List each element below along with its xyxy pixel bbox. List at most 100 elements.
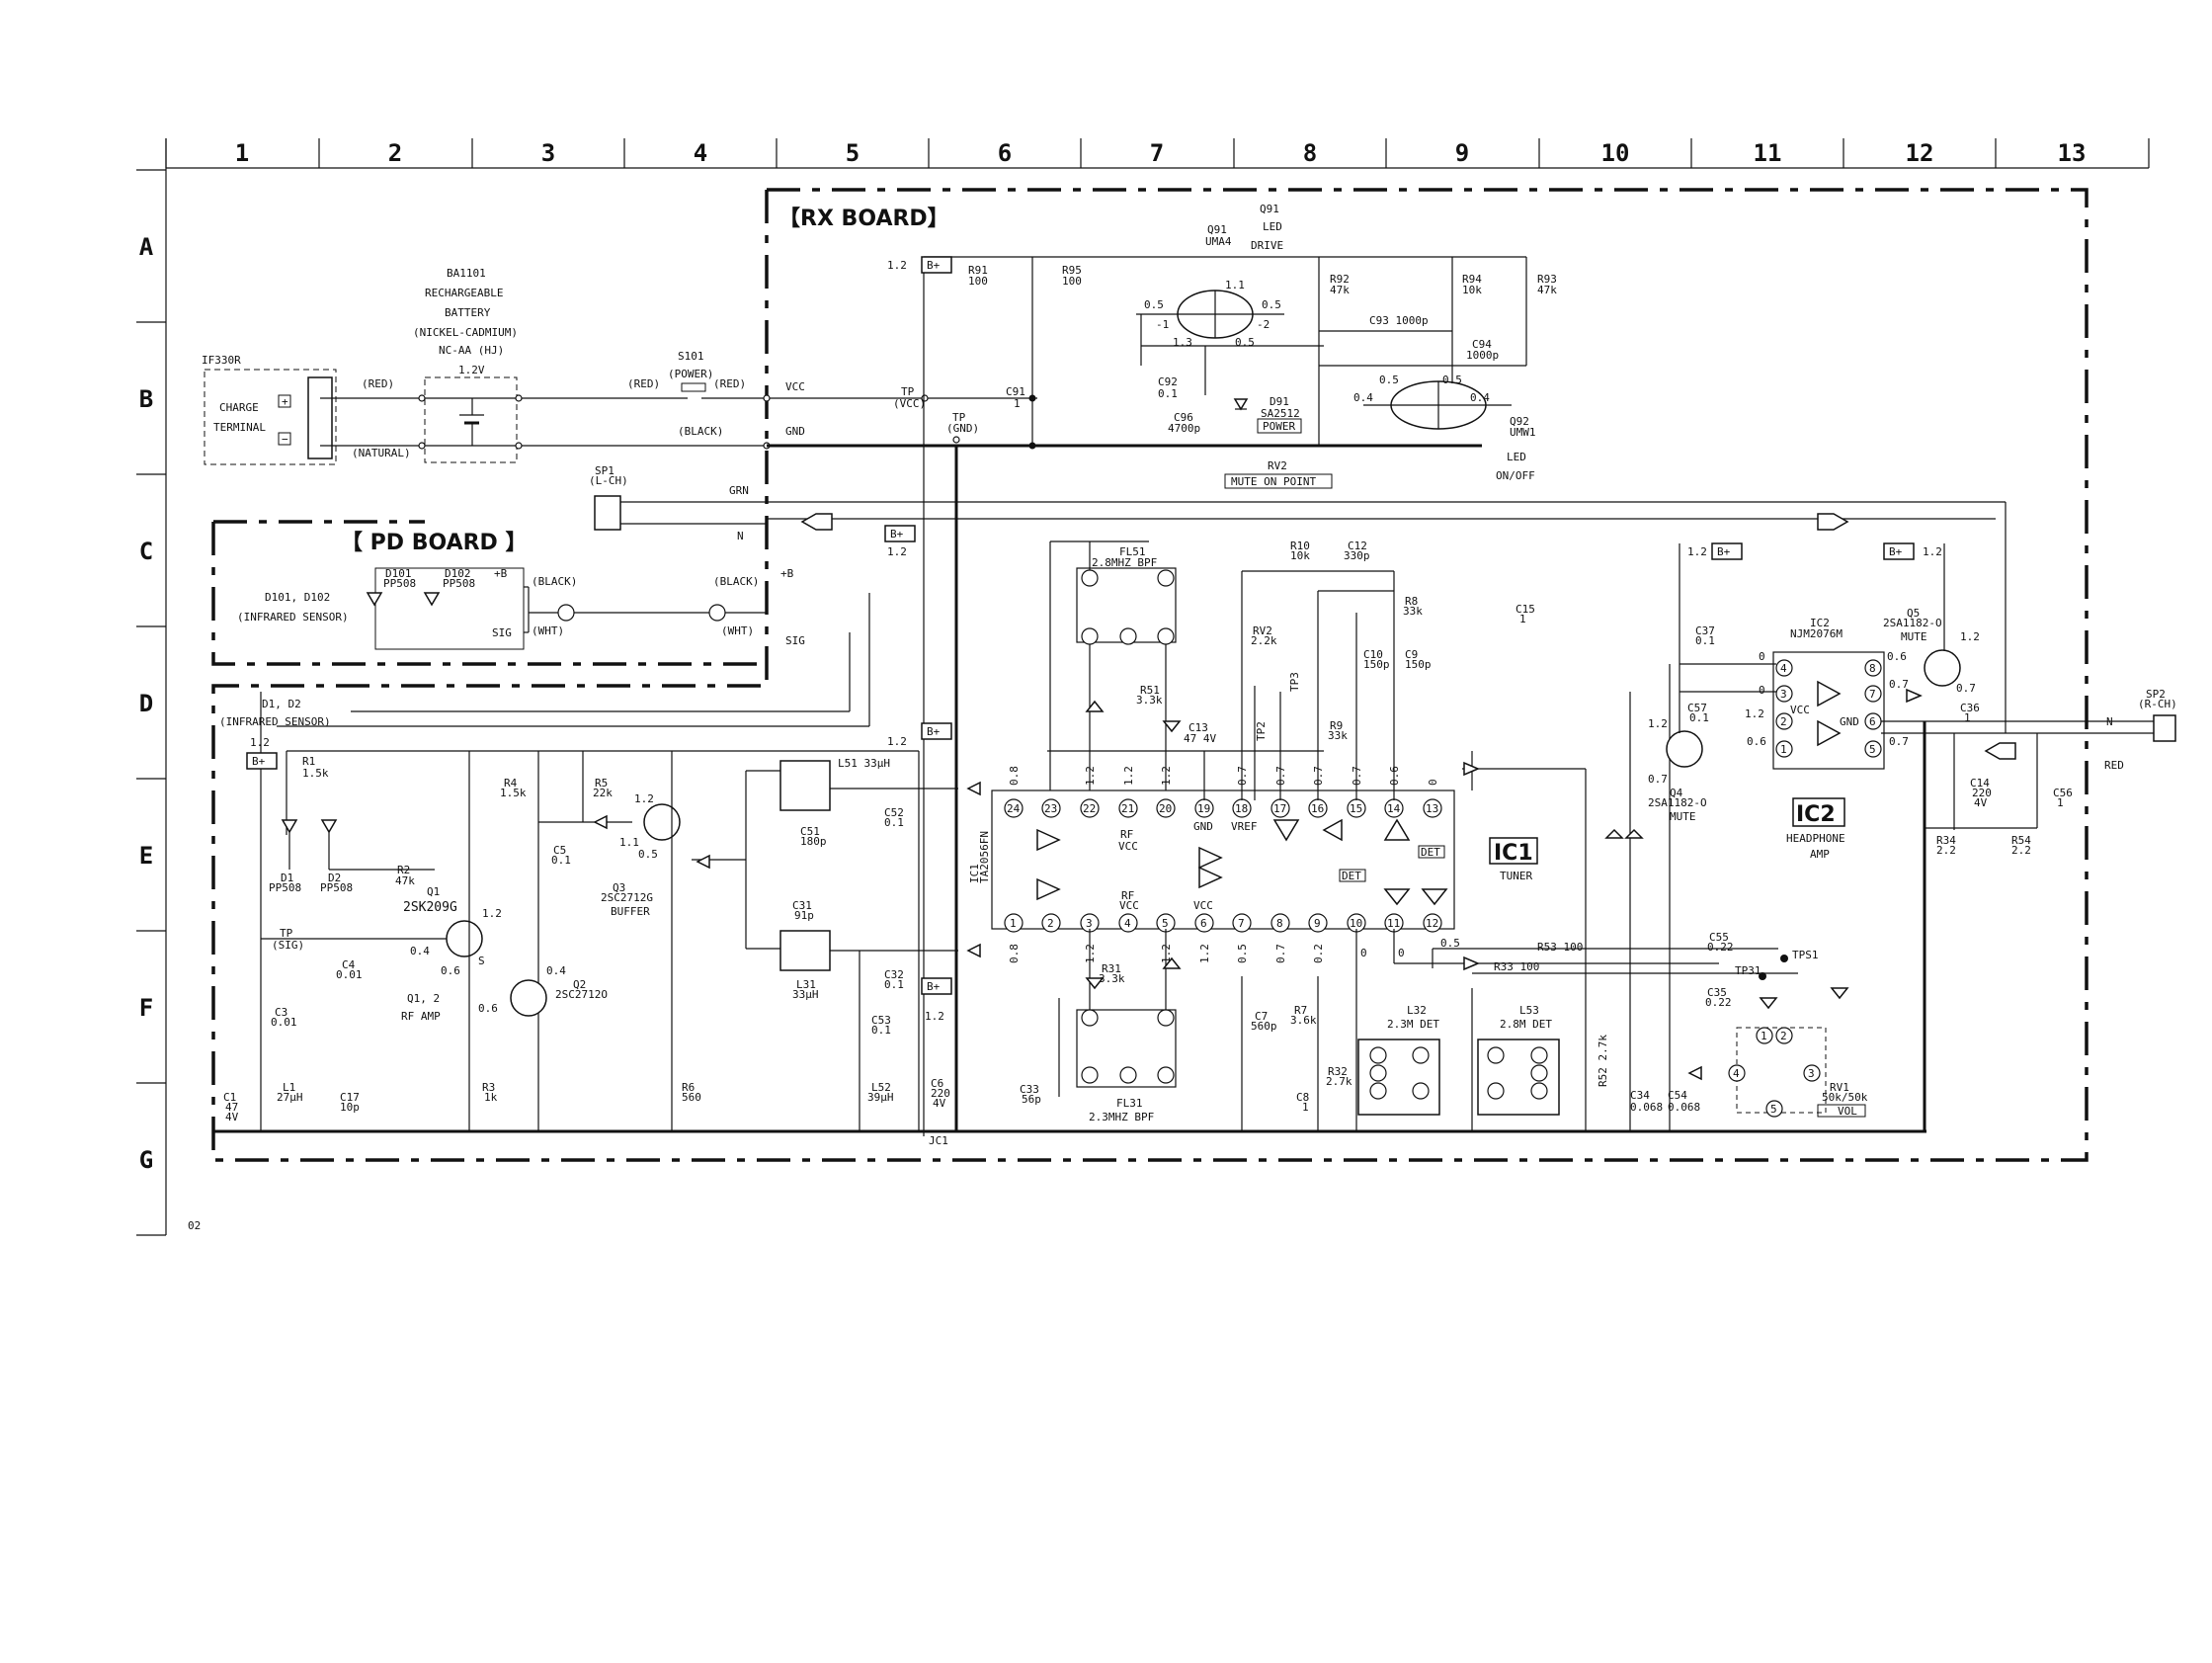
- battery-ref: BA1101: [447, 267, 486, 280]
- b-plus-tag: [884, 525, 916, 542]
- voltage-label: 1.2: [925, 1010, 944, 1023]
- voltage-label: 1.2: [482, 907, 502, 920]
- part-value: SA2512: [1261, 407, 1300, 420]
- ic1-name: TUNER: [1500, 870, 1532, 882]
- part-ref: C96: [1174, 411, 1193, 424]
- part-ref: L53: [1519, 1004, 1539, 1017]
- column-label: 5: [846, 139, 860, 167]
- part-ref: R5: [595, 777, 608, 790]
- voltage-label: 0.7: [1274, 944, 1287, 963]
- page-code: 02: [188, 1219, 201, 1232]
- pin-number: 21: [1121, 802, 1134, 815]
- ic1-label: VCC: [1193, 899, 1213, 912]
- charge-terminal-line1: CHARGE: [219, 401, 259, 414]
- voltage-label: 0: [1759, 650, 1765, 663]
- part-ref: C37: [1695, 624, 1715, 637]
- tp-label: (VCC): [893, 397, 926, 410]
- part-label: C93 1000p: [1369, 314, 1429, 327]
- column-dividers: [165, 138, 2150, 168]
- transistor-ref: Q4: [1670, 787, 1683, 799]
- pin-number: 14: [1387, 802, 1401, 815]
- part-value: 1: [1519, 613, 1526, 625]
- part-value: 10k: [1290, 549, 1310, 562]
- wire-color: (BLACK): [678, 425, 723, 438]
- voltage-label: 0.7: [1648, 773, 1668, 786]
- part-value: 330p: [1344, 549, 1370, 562]
- transistor-part: 2SK209G: [403, 900, 457, 915]
- transistor-desc: BUFFER: [611, 905, 650, 918]
- ic1-label: RF: [1121, 889, 1134, 902]
- part-value: 2.2: [2011, 844, 2031, 857]
- pin-number: 7: [1238, 917, 1245, 930]
- part-value: 22k: [593, 787, 613, 799]
- column-label: 6: [998, 139, 1012, 167]
- part-value: 47k: [1330, 284, 1350, 296]
- ic1-label: VCC: [1119, 899, 1139, 912]
- part-ref: C5: [553, 844, 566, 857]
- part-value: 0.1: [551, 854, 571, 867]
- filter-fl51: [1049, 540, 1177, 790]
- ic2-pin-numbers: 1 2 3 4 5 6 7 8: [1780, 662, 1876, 756]
- transistor-part: 2SA1182-O: [1883, 617, 1942, 629]
- part-ref: C51: [800, 825, 820, 838]
- part-ref: C17: [340, 1091, 360, 1104]
- wire-color: (RED): [362, 377, 394, 390]
- part-ref: R6: [682, 1081, 695, 1094]
- part-value: 27µH: [277, 1091, 303, 1104]
- transistor-desc: MUTE: [1670, 810, 1696, 823]
- b-plus-tag: B+: [1717, 545, 1731, 558]
- part-value: 1: [2057, 796, 2064, 809]
- row-label: G: [139, 1146, 153, 1174]
- voltage-label: 1.2: [1923, 545, 1942, 558]
- pin-number: 1: [1761, 1030, 1767, 1042]
- voltage-label: -2: [1257, 318, 1270, 331]
- tp-label: TP: [952, 411, 966, 424]
- part-value: PP508: [443, 577, 475, 590]
- pin-number: 3: [1808, 1067, 1815, 1080]
- part-value: 4V: [225, 1111, 239, 1123]
- part-value: 0.1: [1158, 387, 1178, 400]
- voltage-label: 0.5: [1440, 937, 1460, 950]
- q91-title: Q91: [1260, 203, 1279, 215]
- column-label: 3: [541, 139, 555, 167]
- speaker-sub: (R-CH): [2138, 698, 2177, 710]
- voltage-label: 0: [1398, 947, 1405, 959]
- ic1-label: VREF: [1231, 820, 1258, 833]
- ic2-vcc-label: VCC: [1790, 704, 1810, 716]
- part-value: 4700p: [1168, 422, 1200, 435]
- voltage-label: 1.2: [887, 259, 907, 272]
- pin-number: 11: [1387, 917, 1400, 930]
- battery-line: RECHARGEABLE: [425, 287, 503, 299]
- net-label: SIG: [492, 626, 512, 639]
- b-plus-tag: B+: [890, 528, 904, 540]
- part-ref: L1: [283, 1081, 295, 1094]
- part-value: 56p: [1022, 1093, 1041, 1106]
- pin-number: 5: [1869, 743, 1876, 756]
- q92-desc: LED: [1507, 451, 1526, 463]
- voltage-label: 1.2: [1122, 766, 1135, 786]
- voltage-label: 1.2: [1745, 707, 1764, 720]
- column-label: 10: [1601, 139, 1630, 167]
- rf-front-end: [213, 593, 1926, 1133]
- voltage-label: 1.2: [1648, 717, 1668, 730]
- column-label: 12: [1906, 139, 1934, 167]
- part-value: 150p: [1405, 658, 1432, 671]
- pin-number: 16: [1311, 802, 1324, 815]
- net-label: GRN: [729, 484, 749, 497]
- part-value: 220: [931, 1087, 950, 1100]
- charge-terminal: [204, 369, 337, 465]
- part-ref: C7: [1255, 1010, 1268, 1023]
- part-ref: C57: [1687, 702, 1707, 714]
- pin-number: 2: [1047, 917, 1054, 930]
- battery-line: BATTERY: [445, 306, 491, 319]
- part-ref: C36: [1960, 702, 1980, 714]
- part-ref: R10: [1290, 540, 1310, 552]
- ic1-label: GND: [1193, 820, 1213, 833]
- part-value: 1000p: [1466, 349, 1499, 362]
- part-value: 3.3k: [1136, 694, 1163, 707]
- row-label: B: [139, 385, 153, 413]
- pin-number: 8: [1276, 917, 1283, 930]
- pin-number: 6: [1869, 715, 1876, 728]
- part-ref: C35: [1707, 986, 1727, 999]
- part-ref: C55: [1709, 931, 1729, 944]
